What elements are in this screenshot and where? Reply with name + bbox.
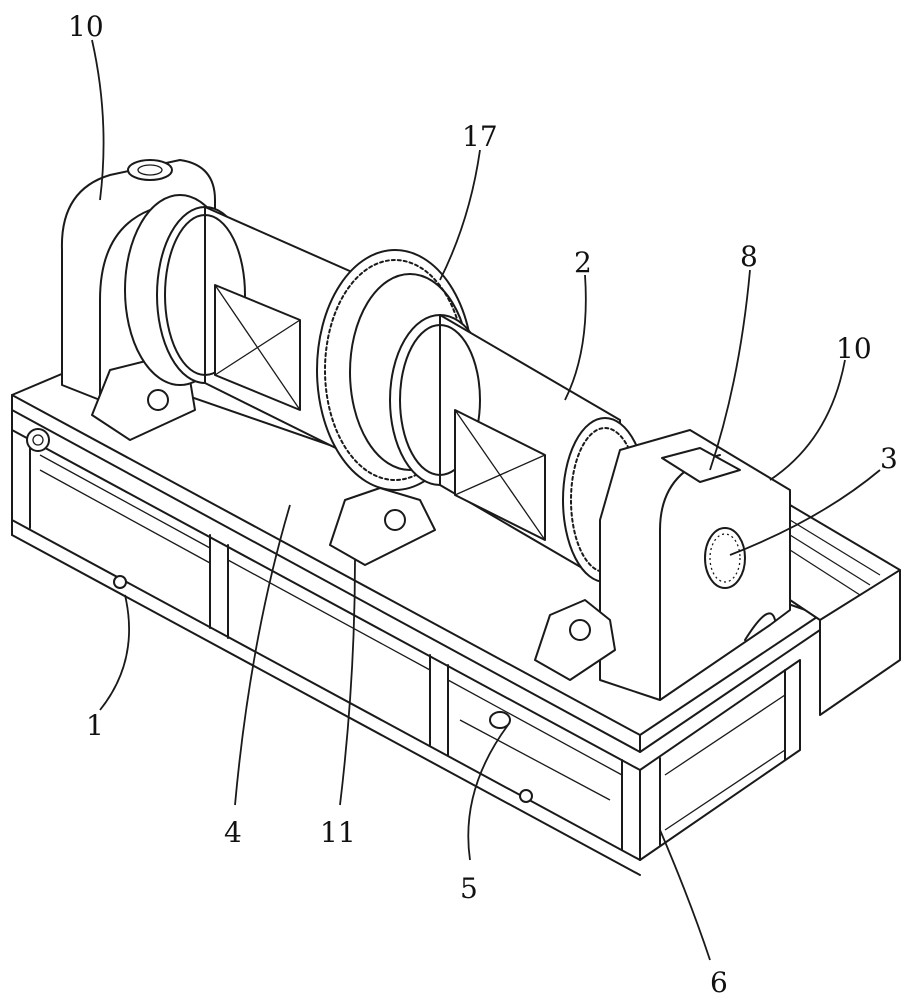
label-1: 1 xyxy=(86,709,104,742)
cabinet xyxy=(790,505,900,715)
label-2: 2 xyxy=(574,246,592,279)
label-3: 3 xyxy=(880,442,898,475)
label-4: 4 xyxy=(224,816,242,849)
port-3 xyxy=(705,528,745,588)
filler-cap xyxy=(128,160,172,180)
label-10-left: 10 xyxy=(68,10,104,43)
left-fitting xyxy=(27,429,49,451)
label-10-right: 10 xyxy=(836,332,872,365)
label-17: 17 xyxy=(462,120,498,153)
label-11: 11 xyxy=(320,816,356,849)
label-6: 6 xyxy=(710,966,728,999)
label-5: 5 xyxy=(460,872,478,905)
label-8: 8 xyxy=(740,240,758,273)
